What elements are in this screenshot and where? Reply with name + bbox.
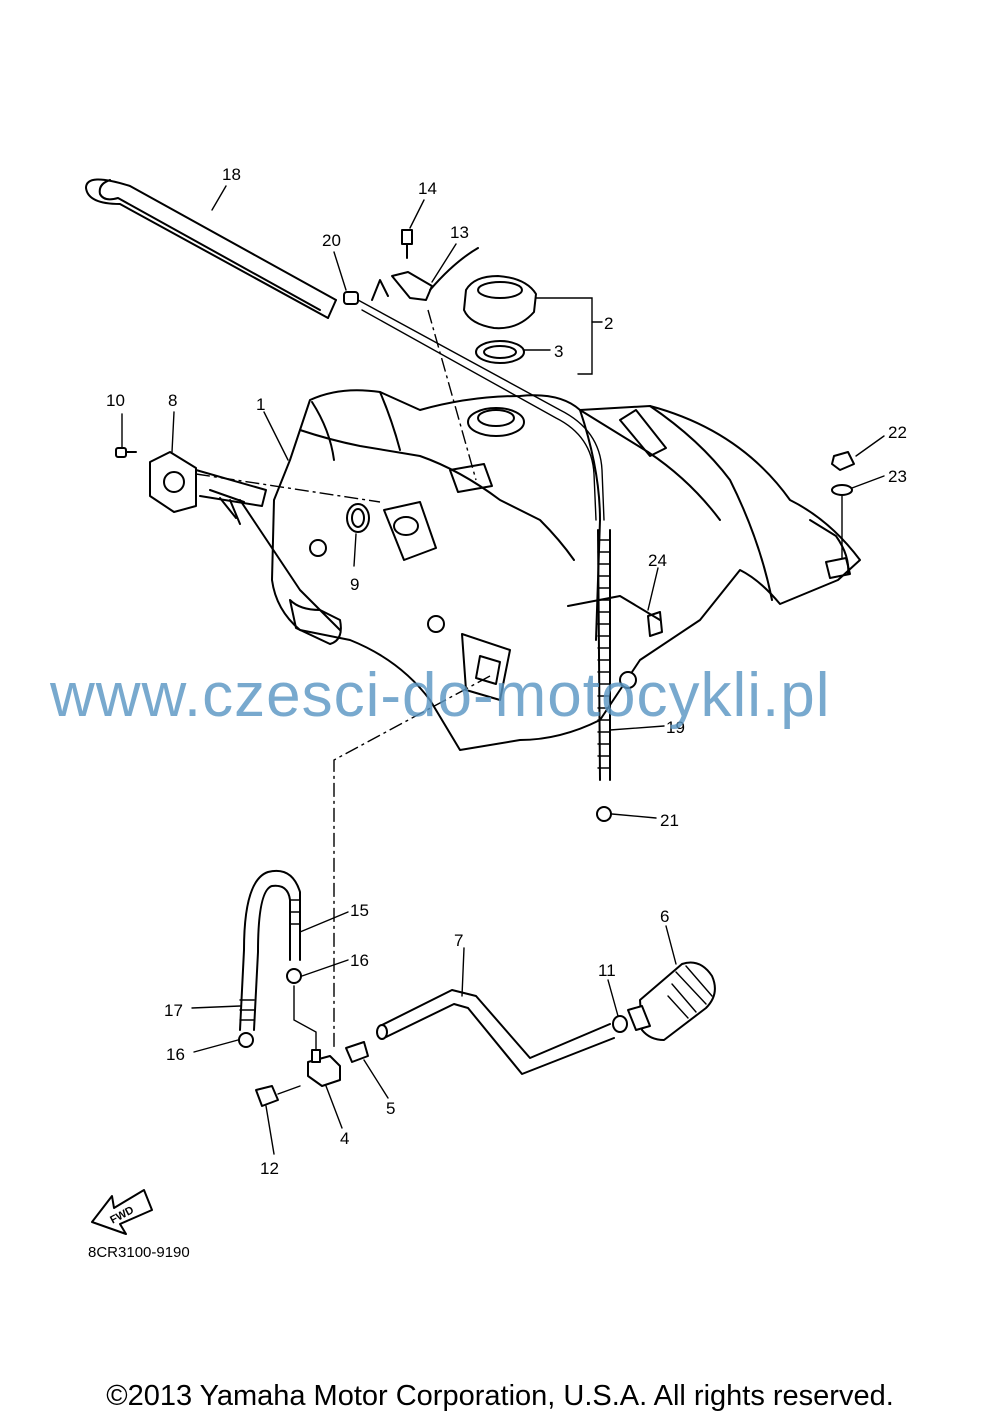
part-clip-16b bbox=[238, 1032, 254, 1048]
part-oring-9 bbox=[346, 503, 370, 533]
callout-1: 1 bbox=[256, 395, 265, 414]
callout-13: 13 bbox=[450, 223, 469, 242]
callout-4: 4 bbox=[340, 1129, 349, 1148]
callout-3: 3 bbox=[554, 342, 563, 361]
callout-5: 5 bbox=[386, 1099, 395, 1118]
part-clamp-20 bbox=[343, 291, 359, 305]
callout-6: 6 bbox=[660, 907, 669, 926]
part-corrugated-tube bbox=[597, 529, 611, 781]
fwd-arrow-icon: FWD bbox=[91, 1189, 153, 1235]
callout-12: 12 bbox=[260, 1159, 279, 1178]
leader-lines bbox=[121, 185, 885, 1155]
part-nut-22 bbox=[831, 451, 855, 471]
part-clip-16a bbox=[286, 968, 302, 984]
callout-18: 18 bbox=[222, 165, 241, 184]
callout-14: 14 bbox=[418, 179, 437, 198]
part-fuel-hose-17 bbox=[239, 870, 301, 1031]
diagram-code: 8CR3100-9190 bbox=[88, 1244, 190, 1261]
callout-9: 9 bbox=[350, 575, 359, 594]
callout-20: 20 bbox=[322, 231, 341, 250]
part-cap-21 bbox=[596, 806, 612, 822]
part-clip-24 bbox=[567, 595, 663, 637]
part-screw-10 bbox=[115, 447, 137, 458]
copyright-notice: ©2013 Yamaha Motor Corporation, U.S.A. A… bbox=[106, 1380, 894, 1412]
callout-7: 7 bbox=[454, 931, 463, 950]
part-screw-12 bbox=[255, 1085, 301, 1107]
callout-17: 17 bbox=[164, 1001, 183, 1020]
part-fuel-filter bbox=[627, 961, 716, 1041]
part-gasket bbox=[475, 340, 525, 364]
callout-24: 24 bbox=[648, 551, 667, 570]
part-bolt-14 bbox=[401, 229, 413, 259]
callout-16a: 16 bbox=[350, 951, 369, 970]
callout-19: 19 bbox=[666, 718, 685, 737]
callout-16b: 16 bbox=[166, 1045, 185, 1064]
part-clamp-11 bbox=[612, 1015, 628, 1033]
part-fuel-cock bbox=[307, 1049, 341, 1087]
callout-22: 22 bbox=[888, 423, 907, 442]
part-breather-hose bbox=[85, 178, 337, 319]
callout-labels: 1 2 3 4 5 6 7 8 9 10 11 12 13 14 15 16 1… bbox=[106, 165, 907, 1178]
callout-8: 8 bbox=[168, 391, 177, 410]
part-cap-5 bbox=[345, 1041, 369, 1063]
callout-2: 2 bbox=[604, 314, 613, 333]
part-fuel-cap bbox=[463, 275, 537, 330]
part-fuel-tank bbox=[271, 389, 861, 751]
callout-21: 21 bbox=[660, 811, 679, 830]
callout-11: 11 bbox=[598, 961, 616, 980]
part-fuel-sender bbox=[149, 451, 341, 631]
part-bracket-13 bbox=[371, 247, 479, 301]
part-fuel-pipe bbox=[376, 989, 615, 1075]
callout-23: 23 bbox=[888, 467, 907, 486]
callout-15: 15 bbox=[350, 901, 369, 920]
part-damper-23 bbox=[831, 484, 853, 496]
callout-10: 10 bbox=[106, 391, 125, 410]
